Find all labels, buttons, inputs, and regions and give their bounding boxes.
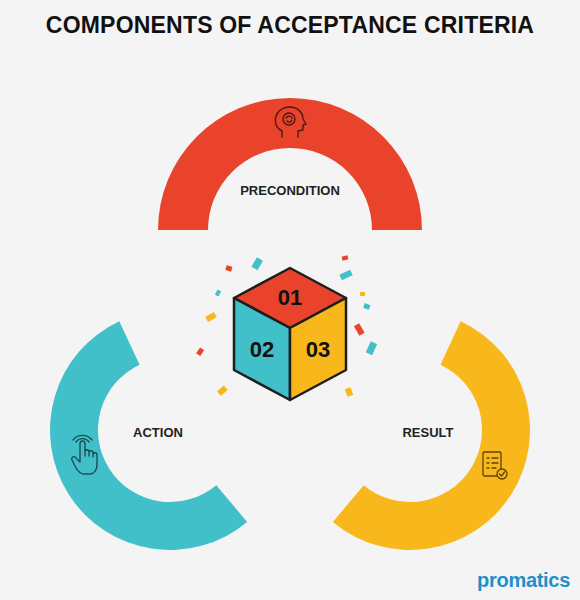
- component-label: PRECONDITION: [240, 183, 340, 198]
- diagram-title: COMPONENTS OF ACCEPTANCE CRITERIA: [46, 12, 534, 39]
- hand-pointer-icon: [72, 435, 97, 474]
- brand-logo: promatics: [477, 569, 570, 592]
- step-number: 01: [278, 285, 302, 311]
- ring-segment: [50, 321, 247, 550]
- cube-face: [290, 298, 346, 400]
- confetti-piece: [215, 289, 221, 296]
- confetti-piece: [205, 312, 217, 322]
- confetti-piece: [342, 255, 349, 260]
- confetti-piece: [345, 387, 353, 397]
- component-label: RESULT: [402, 425, 453, 440]
- confetti-piece: [363, 303, 370, 310]
- text-wrap: ACTION: [133, 425, 183, 440]
- cube-right-face: 03: [290, 298, 346, 400]
- precondition-arc: PRECONDITION: [158, 98, 422, 230]
- component-label: ACTION: [133, 425, 183, 440]
- confetti-piece: [360, 292, 365, 296]
- text-wrap: PRECONDITION: [240, 183, 340, 198]
- confetti-piece: [366, 341, 377, 355]
- title-wrap: COMPONENTS OF ACCEPTANCE CRITERIA: [0, 12, 580, 39]
- confetti-piece: [225, 265, 232, 271]
- step-number: 02: [250, 337, 274, 363]
- precondition-arc-shape: [158, 98, 422, 230]
- confetti-piece: [196, 347, 204, 356]
- confetti-piece: [217, 385, 228, 395]
- cube-left-face: 02: [234, 298, 290, 400]
- head-brain-icon: [275, 107, 306, 137]
- confetti-piece: [339, 270, 352, 281]
- text-wrap: 03: [306, 337, 330, 363]
- checklist-icon: [483, 452, 507, 479]
- ring-segment: [158, 98, 422, 230]
- text-wrap: 02: [250, 337, 274, 363]
- confetti-piece: [354, 323, 365, 336]
- ring-segment: [333, 321, 530, 550]
- text-wrap: RESULT: [402, 425, 453, 440]
- text-wrap: 01: [278, 285, 302, 311]
- confetti-piece: [251, 257, 263, 270]
- logo-wrap: promatics: [477, 569, 570, 592]
- cube-face: [234, 298, 290, 400]
- step-number: 03: [306, 337, 330, 363]
